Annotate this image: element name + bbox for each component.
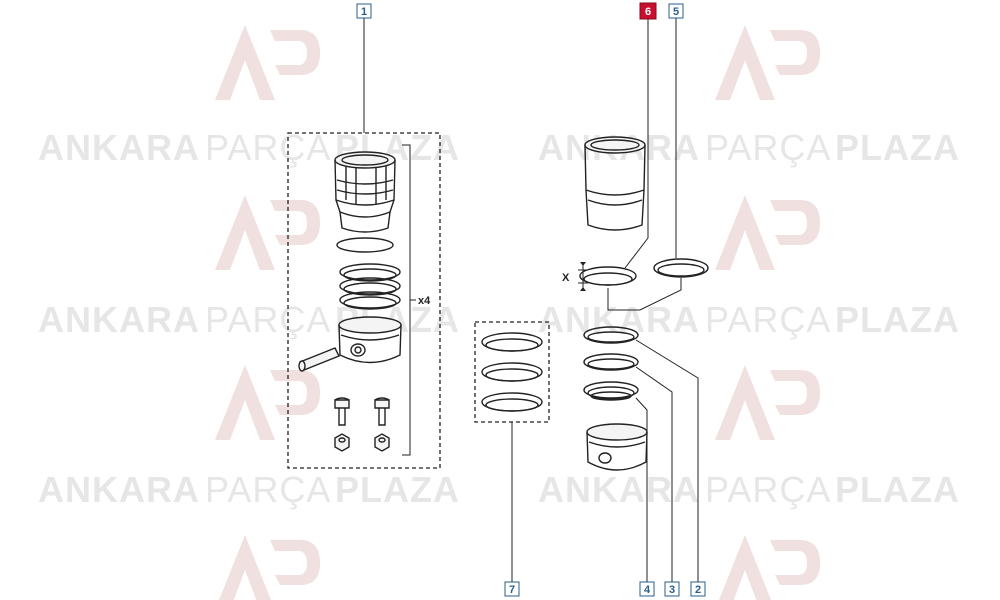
ap-logo-icon — [219, 535, 320, 600]
callout-number: 6 — [645, 6, 651, 18]
cylinder-liner-ghost-drawing — [584, 136, 646, 231]
callout-number: 3 — [669, 584, 675, 596]
kit-dashed-frame — [287, 132, 441, 469]
watermark-layer: ANKARA PARÇA PLAZA ANKARA PARÇA PLAZA AN… — [38, 25, 960, 600]
piston-drawing — [338, 316, 402, 364]
watermark-word-light: PARÇA — [705, 127, 831, 168]
watermark-word-light: PARÇA — [205, 469, 331, 510]
ap-logo-icon — [715, 365, 820, 440]
connecting-rod-nut-drawing — [334, 433, 350, 452]
leader-line-6 — [624, 18, 649, 269]
callout-7[interactable]: 7 — [504, 581, 520, 597]
cylinder-liner-drawing — [334, 151, 396, 233]
ring-pairing-line — [607, 278, 682, 311]
leader-line-2 — [635, 339, 699, 582]
watermark-word-light: PARÇA — [705, 469, 831, 510]
callout-number: 7 — [509, 584, 515, 596]
watermark-row: ANKARA PARÇA PLAZA ANKARA PARÇA PLAZA — [38, 127, 960, 168]
ap-logo-icon — [215, 365, 320, 440]
ap-logo-icon — [715, 195, 820, 270]
piston-rings-stack-drawing — [339, 263, 401, 310]
watermark-word-light: PARÇA — [205, 299, 331, 340]
oil-ring-drawing — [583, 353, 639, 371]
leader-line-4 — [635, 397, 648, 582]
dimension-label: X — [562, 272, 570, 284]
ap-logo-icon — [715, 25, 820, 100]
ring-thickness-dimension: X — [562, 262, 588, 291]
ap-logo-icon — [215, 25, 320, 100]
callout-1[interactable]: 1 — [356, 3, 372, 19]
watermark-word-bold: ANKARA — [38, 127, 200, 168]
piston-liner-kit-group: x4 — [287, 18, 441, 469]
watermark-row: ANKARA PARÇA PLAZA ANKARA PARÇA PLAZA — [38, 299, 960, 340]
callout-6[interactable]: 6 — [639, 2, 657, 20]
watermark-row: ANKARA PARÇA PLAZA ANKARA PARÇA PLAZA — [38, 469, 960, 510]
watermark-word-bold: ANKARA — [38, 469, 200, 510]
watermark-word-light: PARÇA — [705, 299, 831, 340]
watermark-word-bold: ANKARA — [38, 299, 200, 340]
connecting-rod-bolt-drawing — [374, 397, 390, 426]
piston-ring-set-group — [474, 321, 550, 582]
top-compression-ring-drawing — [579, 266, 637, 286]
piston-ghost-drawing — [586, 423, 648, 471]
callout-4[interactable]: 4 — [639, 581, 655, 597]
liner-seal-ring-drawing — [653, 258, 709, 278]
watermark-word-light: PARÇA — [205, 127, 331, 168]
watermark-word-bold: ANKARA — [538, 299, 700, 340]
callout-3[interactable]: 3 — [664, 581, 680, 597]
ap-logo-icon — [215, 195, 320, 270]
watermark-word-bold: PLAZA — [335, 469, 460, 510]
watermark-word-bold: ANKARA — [538, 469, 700, 510]
liner-seal-ring — [336, 237, 394, 253]
callout-number: 2 — [695, 584, 701, 596]
second-compression-ring-drawing — [583, 326, 639, 344]
oil-scraper-ring-drawing — [583, 381, 639, 401]
callout-number: 5 — [673, 6, 679, 18]
connecting-rod-nut-drawing — [374, 433, 390, 452]
exploded-view-group: X — [562, 18, 709, 582]
leader-line-3 — [635, 366, 673, 582]
connecting-rod-bolt-drawing — [334, 397, 350, 426]
watermark-word-bold: PLAZA — [835, 299, 960, 340]
callout-2[interactable]: 2 — [690, 581, 706, 597]
callout-number: 4 — [644, 584, 651, 596]
quantity-label: x4 — [418, 295, 431, 307]
callout-5[interactable]: 5 — [668, 3, 684, 19]
piston-pin-drawing — [298, 347, 340, 372]
watermark-word-bold: PLAZA — [835, 127, 960, 168]
callout-number: 1 — [361, 6, 367, 18]
ap-logo-icon — [719, 535, 820, 600]
watermark-word-bold: PLAZA — [835, 469, 960, 510]
